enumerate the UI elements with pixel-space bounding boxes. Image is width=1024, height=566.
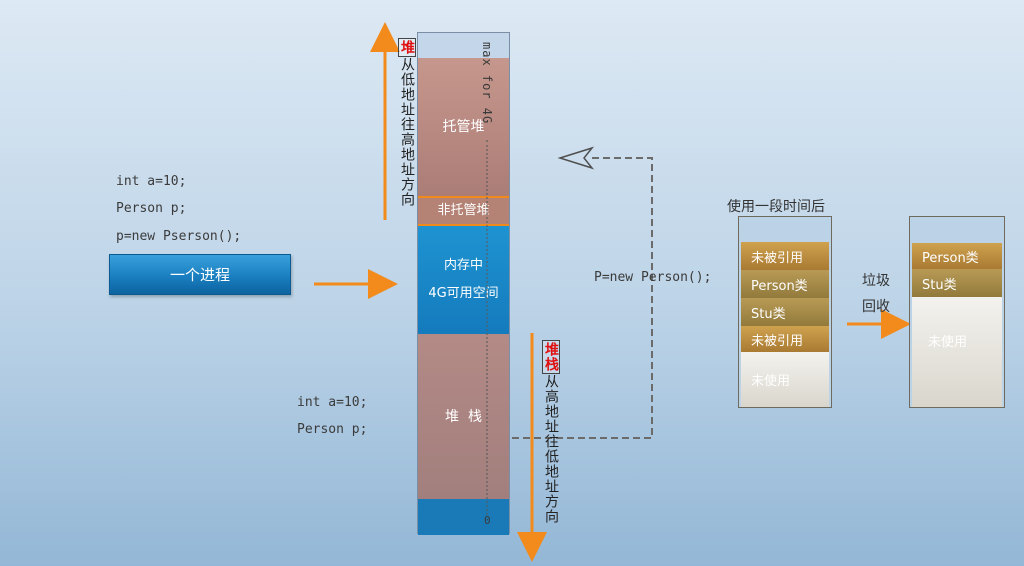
free-space-line2: 4G可用空间 <box>428 286 499 301</box>
free-space-line1: 内存中 <box>443 258 483 273</box>
unmanaged-heap-segment: 非托管堆 <box>418 196 509 226</box>
code-line-int: int a=10; <box>116 174 187 189</box>
max-address-label: max for 4G <box>480 42 494 125</box>
memory-column: 托管堆 非托管堆 内存中 4G可用空间 堆 栈 <box>417 32 510 535</box>
managed-heap-label: 托管堆 <box>442 119 485 135</box>
gc-label-line1: 垃圾 <box>862 273 890 289</box>
heap-direction-annotation: 堆从低地址往高地址方向 <box>398 38 416 207</box>
after-gc-item: 未使用 <box>912 297 1002 407</box>
before-gc-box: 未被引用 Person类 Stu类 未被引用 未使用 <box>738 216 832 408</box>
before-gc-title: 使用一段时间后 <box>727 199 825 215</box>
memory-bottom-segment <box>418 499 509 535</box>
gc-label-line2: 回收 <box>862 299 890 315</box>
before-gc-item: Stu类 <box>741 298 829 326</box>
after-gc-item: Person类 <box>912 243 1002 269</box>
before-gc-item: Person类 <box>741 270 829 298</box>
process-label: 一个进程 <box>169 266 230 284</box>
reference-dashed-path <box>512 157 653 439</box>
reference-arrowhead <box>557 146 595 170</box>
memory-top-segment <box>418 33 509 58</box>
stack-segment: 堆 栈 <box>418 334 509 499</box>
free-space-segment: 内存中 4G可用空间 <box>418 226 509 334</box>
address-guide-line <box>486 140 488 515</box>
stack-label: 堆 栈 <box>445 408 482 425</box>
stack-keyword: 堆栈 <box>542 340 560 374</box>
stack-var-person: Person p; <box>297 422 368 437</box>
managed-heap-segment: 托管堆 <box>418 58 509 196</box>
before-gc-item: 未使用 <box>741 352 829 407</box>
heap-direction-text: 从低地址往高地址方向 <box>399 57 415 207</box>
zero-address-label: 0 <box>484 514 491 527</box>
before-gc-item: 未被引用 <box>741 242 829 270</box>
code-line-person: Person p; <box>116 201 187 216</box>
stack-var-int: int a=10; <box>297 395 368 410</box>
before-gc-item: 未被引用 <box>741 326 829 352</box>
new-person-label: P=new Person(); <box>594 270 712 285</box>
after-gc-item: Stu类 <box>912 269 1002 297</box>
stack-direction-text: 从高地址往低地址方向 <box>543 374 559 524</box>
after-gc-box: Person类 Stu类 未使用 <box>909 216 1005 408</box>
unmanaged-heap-label: 非托管堆 <box>437 203 490 218</box>
code-line-new: p=new Pserson(); <box>116 229 242 244</box>
process-box: 一个进程 <box>109 254 291 295</box>
stack-direction-annotation: 堆栈从高地址往低地址方向 <box>542 340 560 524</box>
heap-keyword: 堆 <box>398 38 416 57</box>
